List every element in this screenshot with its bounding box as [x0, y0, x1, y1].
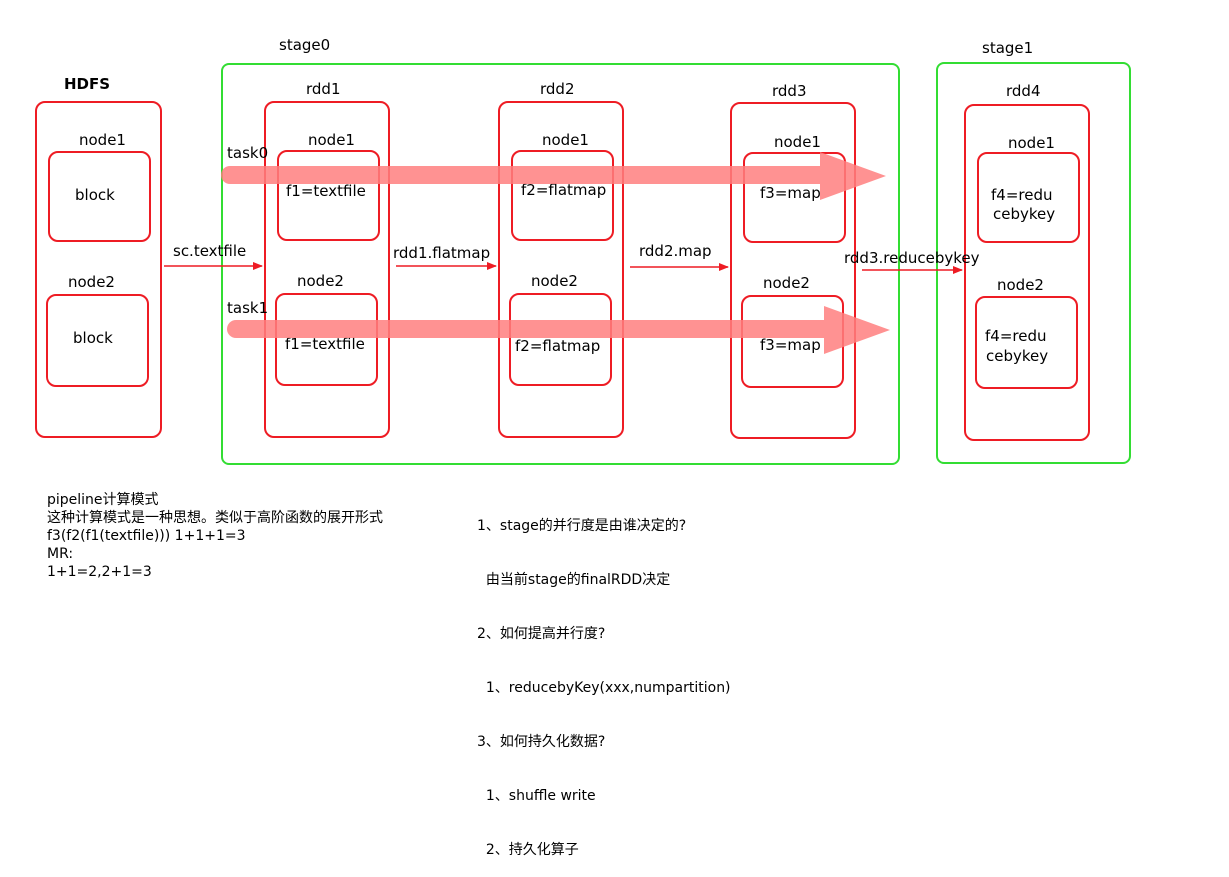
rdd1-node2-label: node2 [297, 272, 344, 290]
rdd3-node1-content: f3=map [760, 184, 821, 202]
rdd2-node1-label: node1 [542, 131, 589, 149]
notes-left-line: 这种计算模式是一种思想。类似于高阶函数的展开形式 [47, 510, 383, 526]
rdd3-box [730, 102, 856, 439]
edge-label-rdd3-reducebykey: rdd3.reducebykey [844, 249, 980, 267]
rdd2-box [498, 101, 624, 438]
notes-left: pipeline计算模式 这种计算模式是一种思想。类似于高阶函数的展开形式 f3… [47, 491, 383, 581]
notes-right-line: 1、stage的并行度是由谁决定的? [477, 518, 687, 534]
hdfs-title: HDFS [64, 75, 111, 93]
rdd2-node2-content: f2=flatmap [515, 337, 601, 355]
rdd3-node2-label: node2 [763, 274, 810, 292]
hdfs-box [35, 101, 162, 438]
rdd1-title: rdd1 [306, 80, 341, 98]
rdd1-node2-box [275, 293, 378, 386]
task1-label: task1 [227, 299, 269, 317]
edge-label-rdd2-map: rdd2.map [639, 242, 712, 260]
stage0-label: stage0 [279, 36, 331, 54]
notes-right-line: 1、shuffle write [477, 788, 596, 804]
rdd4-node2-content-line2: cebykey [986, 347, 1049, 365]
hdfs-node2-label: node2 [68, 273, 115, 291]
arrows-layer [164, 152, 963, 354]
rdd4-node2-content-line1: f4=redu [985, 327, 1047, 345]
rdd1-node1-content: f1=textfile [286, 182, 366, 200]
rdd1-box [264, 101, 390, 438]
rdd4-box [964, 104, 1090, 441]
notes-right-line: 3、如何持久化数据? [477, 734, 606, 750]
rdd2-node2-label: node2 [531, 272, 578, 290]
notes-right: 1、stage的并行度是由谁决定的? 由当前stage的finalRDD决定 2… [477, 481, 731, 877]
rdd4-node1-content-line1: f4=redu [991, 186, 1053, 204]
task1-arrow [227, 306, 890, 354]
notes-right-line: 2、持久化算子 [477, 842, 579, 858]
hdfs-node2-content: block [73, 329, 113, 347]
rdd2-node1-box [511, 150, 614, 241]
rdd3-node1-box [743, 152, 846, 243]
edge-label-rdd1-flatmap: rdd1.flatmap [393, 244, 491, 262]
hdfs-node1-label: node1 [79, 131, 126, 149]
rdd1-node1-label: node1 [308, 131, 355, 149]
notes-right-line: 由当前stage的finalRDD决定 [477, 572, 671, 588]
rdd4-node1-box [977, 152, 1080, 243]
stage1-container [936, 62, 1131, 464]
rdd3-node1-label: node1 [774, 133, 821, 151]
rdd2-node1-content: f2=flatmap [521, 181, 607, 199]
rdd1-node1-box [277, 150, 380, 241]
rdd4-node1-content-line2: cebykey [993, 205, 1056, 223]
notes-right-line: 1、reducebyKey(xxx,numpartition) [477, 680, 731, 696]
notes-left-line: 1+1=2,2+1=3 [47, 564, 152, 580]
stage0-container [221, 63, 900, 465]
rdd3-title: rdd3 [772, 82, 807, 100]
stage1-label: stage1 [982, 39, 1034, 57]
rdd4-node1-label: node1 [1008, 134, 1055, 152]
rdd1-node2-content: f1=textfile [285, 335, 365, 353]
rdd2-node2-box [509, 293, 612, 386]
rdd2-title: rdd2 [540, 80, 575, 98]
notes-right-line: 2、如何提高并行度? [477, 626, 606, 642]
edge-label-sc-textfile: sc.textfile [173, 242, 247, 260]
rdd4-node2-box [975, 296, 1078, 389]
hdfs-node1-box [48, 151, 151, 242]
rdd4-node2-label: node2 [997, 276, 1044, 294]
hdfs-node1-content: block [75, 186, 115, 204]
notes-left-line: MR: [47, 546, 74, 562]
task0-label: task0 [227, 144, 269, 162]
notes-left-line: pipeline计算模式 [47, 492, 159, 508]
hdfs-node2-box [46, 294, 149, 387]
task0-arrow [221, 152, 886, 200]
notes-left-line: f3(f2(f1(textfile))) 1+1+1=3 [47, 528, 246, 544]
rdd3-node2-content: f3=map [760, 336, 821, 354]
rdd4-title: rdd4 [1006, 82, 1041, 100]
